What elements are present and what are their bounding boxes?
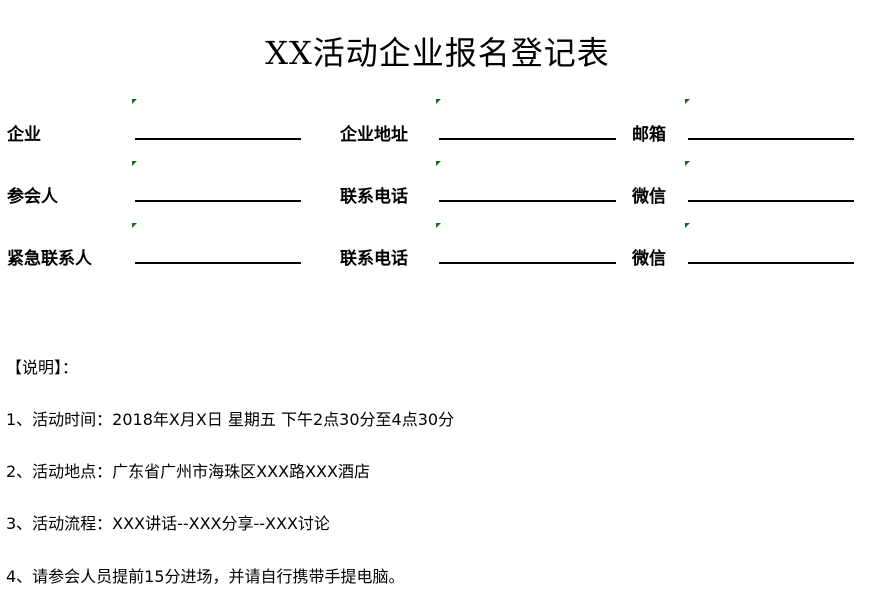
email-label: 邮箱 bbox=[632, 125, 666, 145]
cell-comment-marker bbox=[132, 161, 137, 166]
note-item: 3、活动流程：XXX讲话--XXX分享--XXX讨论 bbox=[6, 514, 330, 533]
wechat-field[interactable] bbox=[688, 200, 854, 202]
company-address-field[interactable] bbox=[439, 138, 616, 140]
company-address-label: 企业地址 bbox=[340, 125, 408, 145]
phone-field[interactable] bbox=[439, 200, 616, 202]
attendee-field[interactable] bbox=[135, 200, 301, 202]
attendee-label: 参会人 bbox=[7, 187, 58, 207]
wechat-label: 微信 bbox=[632, 187, 666, 207]
page-title: XX活动企业报名登记表 bbox=[265, 34, 610, 72]
company-field[interactable] bbox=[135, 138, 301, 140]
phone-label: 联系电话 bbox=[340, 187, 408, 207]
cell-comment-marker bbox=[685, 161, 690, 166]
cell-comment-marker bbox=[132, 99, 137, 104]
company-label: 企业 bbox=[7, 125, 41, 145]
note-item: 4、请参会人员提前15分进场，并请自行携带手提电脑。 bbox=[6, 567, 405, 586]
emergency-wechat-field[interactable] bbox=[688, 262, 854, 264]
emergency-phone-label: 联系电话 bbox=[340, 249, 408, 269]
cell-comment-marker bbox=[132, 223, 137, 228]
cell-comment-marker bbox=[436, 161, 441, 166]
email-field[interactable] bbox=[688, 138, 854, 140]
cell-comment-marker bbox=[685, 223, 690, 228]
emergency-phone-field[interactable] bbox=[439, 262, 616, 264]
emergency-contact-field[interactable] bbox=[135, 262, 301, 264]
notes-heading: 【说明】： bbox=[6, 358, 79, 377]
cell-comment-marker bbox=[685, 99, 690, 104]
cell-comment-marker bbox=[436, 223, 441, 228]
note-item: 1、活动时间：2018年X月X日 星期五 下午2点30分至4点30分 bbox=[6, 410, 455, 429]
emergency-contact-label: 紧急联系人 bbox=[7, 249, 92, 269]
emergency-wechat-label: 微信 bbox=[632, 249, 666, 269]
cell-comment-marker bbox=[436, 99, 441, 104]
note-item: 2、活动地点：广东省广州市海珠区XXX路XXX酒店 bbox=[6, 462, 370, 481]
